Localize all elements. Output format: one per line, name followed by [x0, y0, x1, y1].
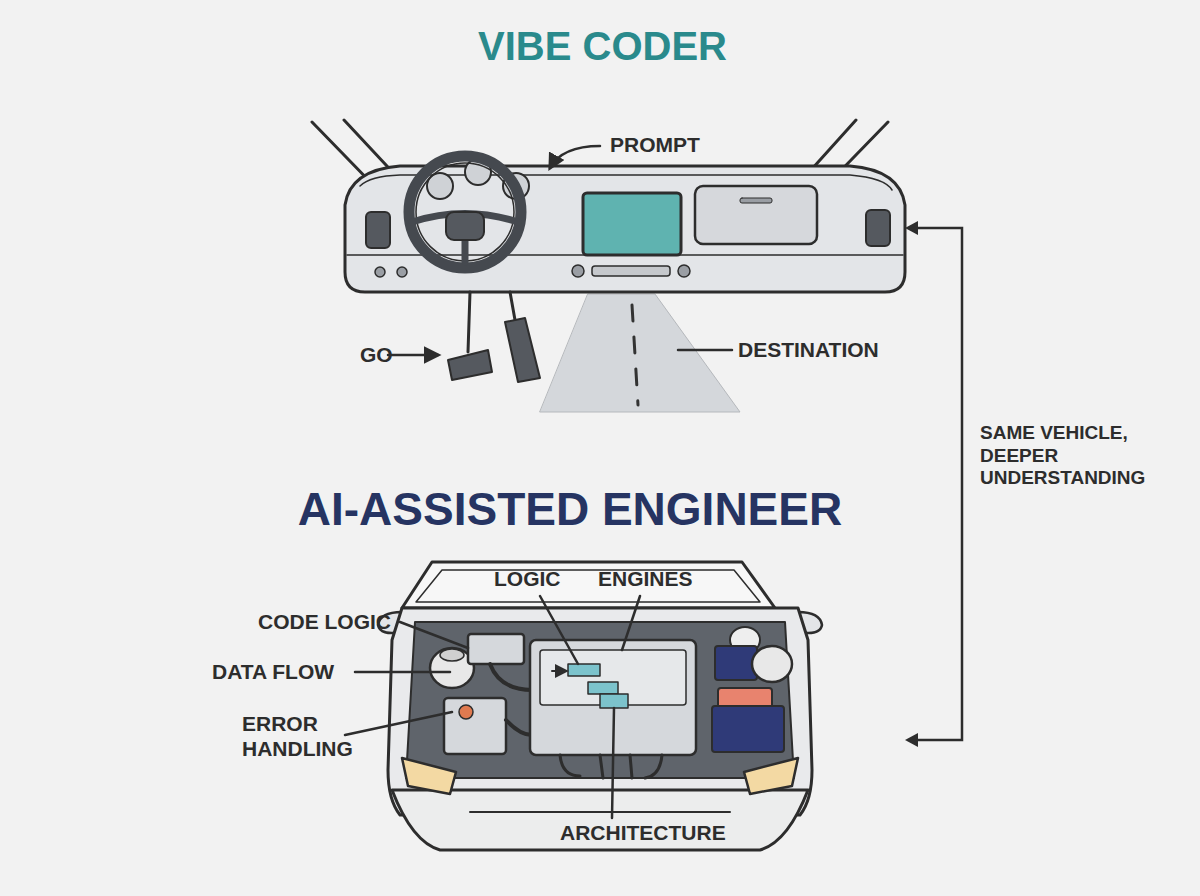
- steering-wheel: [409, 156, 521, 268]
- bumper: [392, 790, 808, 850]
- glove-box: [695, 186, 817, 244]
- dashboard-body: [345, 166, 905, 292]
- headlight: [402, 758, 456, 794]
- part-label: LOGIC: [494, 566, 561, 591]
- radio: [592, 266, 670, 276]
- leader-arrow: [550, 146, 600, 168]
- hose: [490, 664, 532, 735]
- bracket-connector: [905, 221, 962, 747]
- knob: [678, 265, 690, 277]
- bracket-line: [915, 228, 962, 740]
- screen: [583, 193, 681, 255]
- error-indicator: [459, 705, 473, 719]
- part-label: CODE LOGIC: [258, 609, 391, 634]
- leader-arrow: [388, 354, 438, 357]
- architecture-chip: [600, 694, 628, 708]
- part-label: ENGINES: [598, 566, 693, 591]
- part-label: DESTINATION: [738, 337, 879, 362]
- steering-hub: [446, 212, 484, 240]
- part-label: ERROR HANDLING: [242, 711, 377, 761]
- part-label: DATA FLOW: [212, 659, 334, 684]
- engine-illustration: [345, 562, 822, 850]
- open-hood: [402, 562, 775, 608]
- glove-box-handle: [740, 198, 772, 203]
- intake-pipe: [560, 755, 662, 778]
- arrow-head: [905, 221, 918, 235]
- reservoir-cap: [440, 649, 464, 661]
- air-vent: [366, 212, 390, 248]
- hood-inner: [416, 570, 760, 602]
- knob: [572, 265, 584, 277]
- flow-arrow: [552, 670, 566, 672]
- knob: [397, 267, 407, 277]
- code-logic-box: [468, 634, 524, 664]
- part-label: PROMPT: [610, 132, 700, 157]
- grille-line: [470, 811, 730, 813]
- leader-line: [678, 349, 732, 352]
- knob: [375, 267, 385, 277]
- road-centre-line: [632, 305, 638, 405]
- arrow-head: [905, 733, 918, 747]
- part-label: ARCHITECTURE: [560, 820, 726, 845]
- section-heading: VIBE CODER: [300, 24, 905, 68]
- illustration-panel: AI-ASSISTED ENGINEER: [235, 470, 905, 870]
- section-heading: AI-ASSISTED ENGINEER: [235, 484, 905, 535]
- road: [540, 294, 740, 412]
- part-label: GO: [360, 342, 393, 367]
- gas-pedal: [448, 350, 492, 380]
- error-box: [444, 698, 506, 754]
- brake-pedal: [505, 318, 540, 382]
- battery: [712, 706, 784, 752]
- logic-chip: [588, 682, 618, 694]
- headlight: [744, 758, 798, 794]
- dashboard-illustration: [312, 120, 905, 412]
- connector-label: SAME VEHICLE, DEEPER UNDERSTANDING: [980, 422, 1192, 490]
- logic-chip: [568, 664, 600, 676]
- battery: [715, 646, 757, 680]
- air-vent: [866, 210, 890, 246]
- reservoir: [752, 646, 792, 682]
